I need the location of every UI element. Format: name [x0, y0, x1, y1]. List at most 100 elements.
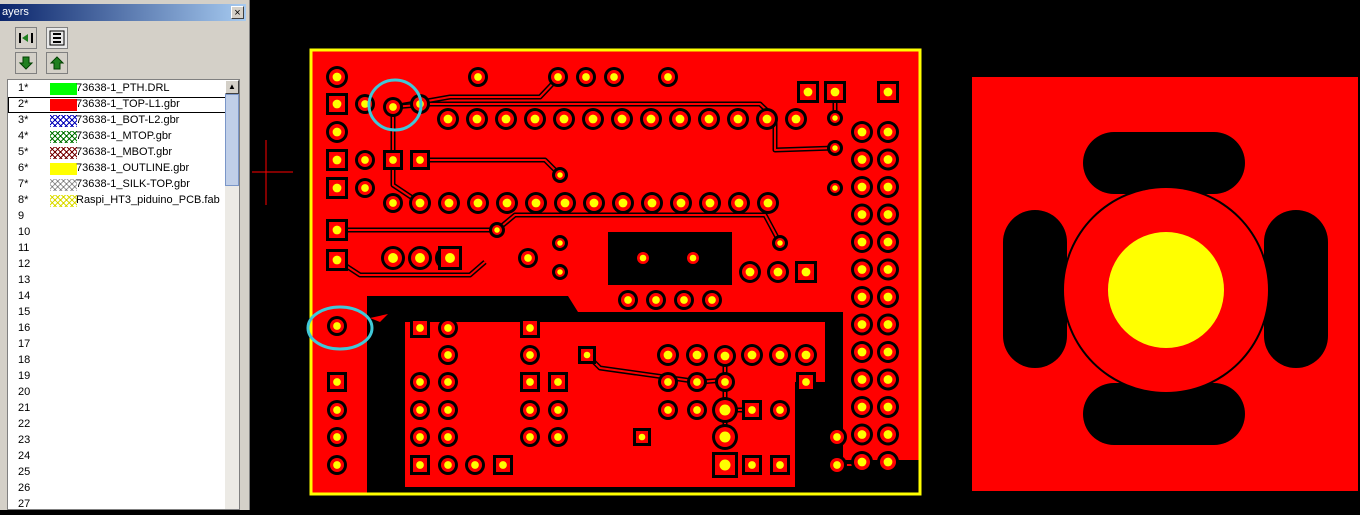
drill-hole: [777, 240, 783, 246]
drill-hole: [361, 100, 369, 108]
drill-hole: [747, 350, 757, 360]
scroll-up-arrow-icon[interactable]: ▲: [225, 80, 239, 94]
drill-hole: [582, 73, 590, 81]
layer-row[interactable]: 23: [8, 433, 228, 449]
drill-hole: [389, 199, 397, 207]
drill-hole: [704, 114, 714, 124]
drill-hole: [639, 254, 647, 262]
layer-number: 26: [18, 482, 31, 494]
drill-hole: [857, 375, 867, 384]
drill-hole: [857, 182, 867, 192]
layer-row[interactable]: 25: [8, 465, 228, 481]
layer-number: 14: [18, 290, 31, 302]
layer-row[interactable]: 4*73638-1_MTOP.gbr: [8, 129, 228, 145]
layer-row[interactable]: 14: [8, 289, 228, 305]
drill-hole: [589, 198, 599, 208]
layer-row[interactable]: 5*73638-1_MBOT.gbr: [8, 145, 228, 161]
layer-row[interactable]: 17: [8, 337, 228, 353]
layer-number: 9: [18, 210, 25, 222]
panel-titlebar[interactable]: ayers ×: [0, 4, 246, 21]
drill-hole: [530, 114, 540, 124]
drill-hole: [883, 210, 893, 219]
layer-row[interactable]: 26: [8, 481, 228, 497]
layer-row[interactable]: 22: [8, 417, 228, 433]
drill-hole: [833, 461, 841, 469]
drill-hole: [526, 324, 534, 332]
layer-name: Raspi_HT3_piduino_PCB.fab: [76, 194, 220, 206]
drill-hole: [416, 324, 424, 332]
layer-row[interactable]: 8*Raspi_HT3_piduino_PCB.fab: [8, 193, 228, 209]
drill-hole: [332, 255, 342, 265]
drill-hole: [444, 406, 452, 414]
drill-hole: [883, 292, 893, 302]
close-button[interactable]: ×: [231, 6, 244, 19]
layer-row[interactable]: 7*73638-1_SILK-TOP.gbr: [8, 177, 228, 193]
layer-color-swatch[interactable]: [50, 99, 77, 111]
layer-row[interactable]: 19: [8, 369, 228, 385]
layer-row[interactable]: 21: [8, 401, 228, 417]
layer-row[interactable]: 2*73638-1_TOP-L1.gbr: [8, 97, 228, 113]
drill-hole: [618, 198, 628, 208]
layer-color-swatch[interactable]: [50, 163, 77, 175]
drill-hole: [333, 322, 341, 330]
layer-row[interactable]: 16: [8, 321, 228, 337]
drill-hole: [416, 433, 424, 441]
layer-stack-button[interactable]: [46, 27, 68, 49]
layer-row[interactable]: 27: [8, 497, 228, 509]
drill-hole: [883, 430, 893, 439]
layer-row[interactable]: 11: [8, 241, 228, 257]
drill-hole: [883, 402, 893, 412]
drill-hole: [664, 73, 672, 81]
layer-color-swatch[interactable]: [50, 131, 77, 143]
layer-color-swatch[interactable]: [50, 115, 77, 127]
drill-hole: [734, 198, 744, 208]
layer-row[interactable]: 10: [8, 225, 228, 241]
layer-row[interactable]: 15: [8, 305, 228, 321]
layer-color-swatch[interactable]: [50, 147, 77, 159]
layer-color-swatch[interactable]: [50, 179, 77, 191]
drill-hole: [857, 210, 867, 219]
layer-row[interactable]: 12: [8, 257, 228, 273]
drill-hole: [617, 114, 627, 124]
drill-hole: [471, 461, 479, 469]
drill-hole: [832, 115, 838, 121]
layer-list-scrollbar[interactable]: ▲: [225, 80, 239, 509]
layer-row[interactable]: 9: [8, 209, 228, 225]
drill-hole: [883, 320, 893, 329]
drill-hole: [801, 267, 811, 277]
drill-hole: [883, 375, 893, 384]
drill-hole: [444, 433, 452, 441]
drill-hole: [773, 267, 783, 277]
layer-row[interactable]: 13: [8, 273, 228, 289]
drill-hole: [624, 296, 632, 304]
highlight-circle: [306, 305, 374, 351]
drill-hole: [748, 461, 756, 469]
drill-hole: [333, 433, 341, 441]
layer-row[interactable]: 6*73638-1_OUTLINE.gbr: [8, 161, 228, 177]
layer-row[interactable]: 24: [8, 449, 228, 465]
pcb-view[interactable]: [251, 0, 1360, 510]
scroll-thumb[interactable]: [225, 94, 239, 186]
drill-hole: [473, 198, 483, 208]
layer-row[interactable]: 3*73638-1_BOT-L2.gbr: [8, 113, 228, 129]
drill-hole: [444, 461, 452, 469]
move-down-button[interactable]: [15, 52, 37, 74]
drill-hole: [719, 431, 731, 443]
layer-color-swatch[interactable]: [50, 83, 77, 95]
drill-hole: [733, 114, 743, 124]
drill-hole: [443, 114, 453, 124]
layer-row[interactable]: 20: [8, 385, 228, 401]
drill-hole: [664, 406, 672, 414]
drill-hole: [857, 155, 867, 164]
move-up-button[interactable]: [46, 52, 68, 74]
layer-move-button[interactable]: [15, 27, 37, 49]
pcb-canvas[interactable]: [251, 0, 1360, 510]
layer-color-swatch[interactable]: [50, 195, 77, 207]
layer-row[interactable]: 1*73638-1_PTH.DRL: [8, 81, 228, 97]
layer-number: 2*: [18, 98, 29, 110]
drill-hole: [689, 254, 697, 262]
drill-hole: [857, 430, 867, 439]
layer-row[interactable]: 18: [8, 353, 228, 369]
drill-hole: [415, 253, 425, 263]
